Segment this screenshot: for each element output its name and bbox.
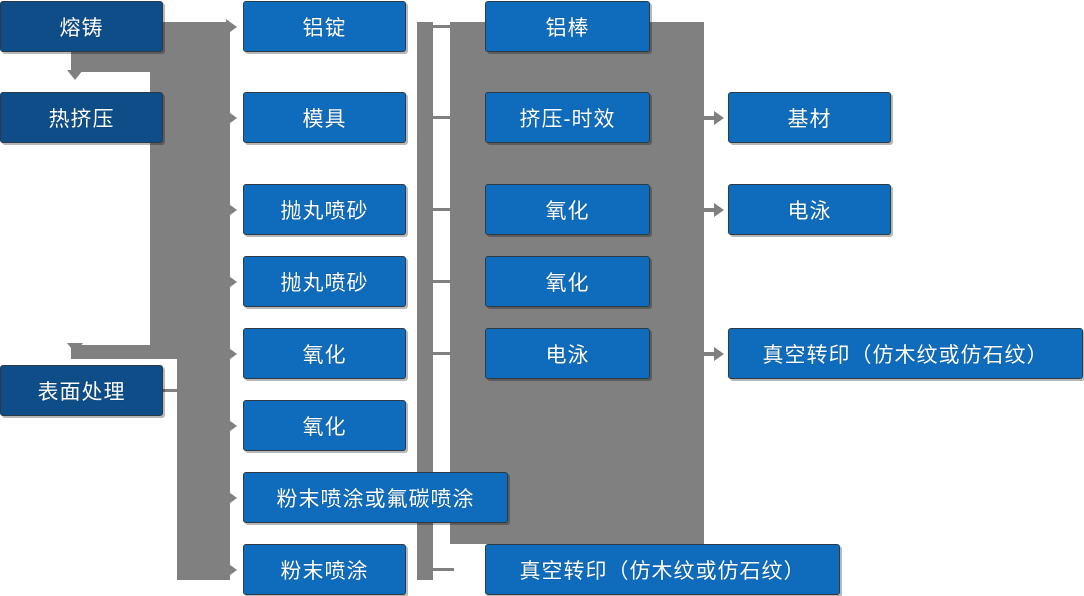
rung-to-electro <box>430 352 454 355</box>
c3-vacuum[interactable]: 真空转印（仿木纹或仿石纹） <box>485 544 840 595</box>
mid-arrow-stem-electro <box>704 208 716 212</box>
c3-extrude[interactable]: 挤压-时效 <box>485 92 650 143</box>
rung-to-vacuum <box>430 568 454 571</box>
rung-to-oxidize2 <box>430 280 454 283</box>
left-arrow-to-shotblast1 <box>226 202 237 218</box>
c3-bar[interactable]: 铝棒 <box>485 1 650 52</box>
c2-ingot[interactable]: 铝锭 <box>243 1 406 52</box>
left-arrow-to-oxidize2 <box>226 418 237 434</box>
mid-arrow-head-base <box>714 111 724 125</box>
c3-oxidize2[interactable]: 氧化 <box>485 256 650 307</box>
c2-shotblast2[interactable]: 抛丸喷砂 <box>243 256 406 307</box>
mid-arrow-stem-base <box>704 116 716 120</box>
left-arrow-to-shotblast2 <box>226 274 237 290</box>
c4-vacuum[interactable]: 真空转印（仿木纹或仿石纹） <box>728 328 1083 379</box>
c4-base[interactable]: 基材 <box>728 92 891 143</box>
stage-spine-upper <box>71 52 150 72</box>
rung-to-bar <box>430 25 454 28</box>
c2-oxidize2[interactable]: 氧化 <box>243 400 406 451</box>
rung-to-extrude <box>430 116 454 119</box>
c2-powder[interactable]: 粉末喷涂 <box>243 544 406 595</box>
c4-electro[interactable]: 电泳 <box>728 184 891 235</box>
mid-arrow-head-vacuum <box>714 347 724 361</box>
left-connector-narrow <box>177 358 230 580</box>
left-arrow-to-oxidize1 <box>226 346 237 362</box>
stage-extrude[interactable]: 热挤压 <box>0 92 163 143</box>
left-arrow-to-ingot <box>226 19 237 35</box>
c2-powdercoat[interactable]: 粉末喷涂或氟碳喷涂 <box>243 472 508 523</box>
middle-thin-bar <box>417 22 433 580</box>
c2-mould[interactable]: 模具 <box>243 92 406 143</box>
left-arrow-to-powdercoat <box>226 490 237 506</box>
c3-oxidize1[interactable]: 氧化 <box>485 184 650 235</box>
mid-arrow-stem-vacuum <box>704 352 716 356</box>
stage-melting[interactable]: 熔铸 <box>0 1 163 52</box>
mid-arrow-head-electro <box>714 203 724 217</box>
stage-spine-lower <box>71 345 177 359</box>
c3-electro[interactable]: 电泳 <box>485 328 650 379</box>
left-arrow-to-powder <box>226 562 237 578</box>
c2-shotblast1[interactable]: 抛丸喷砂 <box>243 184 406 235</box>
rung-to-oxidize1 <box>430 208 454 211</box>
stage-surface[interactable]: 表面处理 <box>0 365 163 416</box>
left-arrow-to-mould <box>226 110 237 126</box>
left-connector-wide <box>150 22 230 358</box>
surface-stub-line <box>163 389 185 392</box>
stage-arrow-down-melting <box>67 70 83 80</box>
c2-oxidize1[interactable]: 氧化 <box>243 328 406 379</box>
